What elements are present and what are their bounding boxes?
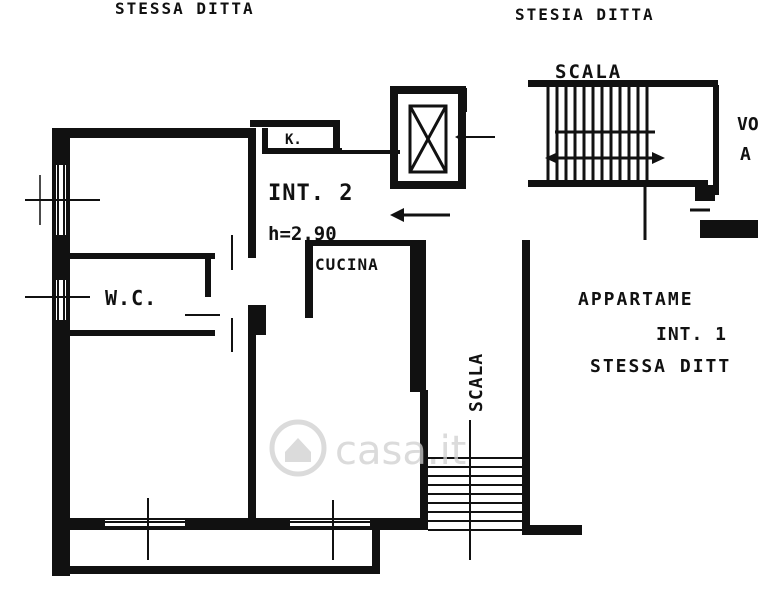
door-marks [185,235,233,352]
elevator-shaft [390,86,495,189]
bottom-windows [105,498,370,560]
left-windows [25,165,100,320]
top-right-heading: STESIA DITTA [515,5,655,24]
apartment-2-walls [52,120,428,576]
top-stair [528,80,758,240]
stair-top-label: SCALA [555,61,622,83]
wc-label: W.C. [105,286,157,310]
edge-vo-label: VO [737,114,758,135]
int2-label: INT. 2 [268,181,353,206]
appartamento-label: APPARTAME [578,289,694,310]
height-label: h=2.90 [268,223,337,245]
entry-arrow [390,208,450,222]
edge-a-label: A [740,144,751,165]
watermark-text: casa.it [335,428,466,474]
top-left-heading: STESSA DITTA [115,0,255,18]
middle-stair [428,240,582,560]
watermark: casa.it [269,419,466,477]
cucina-label: CUCINA [315,255,379,274]
stessa-ditta-label: STESSA DITT [590,356,731,377]
int1-label: INT. 1 [656,324,727,345]
stair-vertical-label: SCALA [466,353,487,412]
small-kitchen-label: K. [285,132,302,148]
